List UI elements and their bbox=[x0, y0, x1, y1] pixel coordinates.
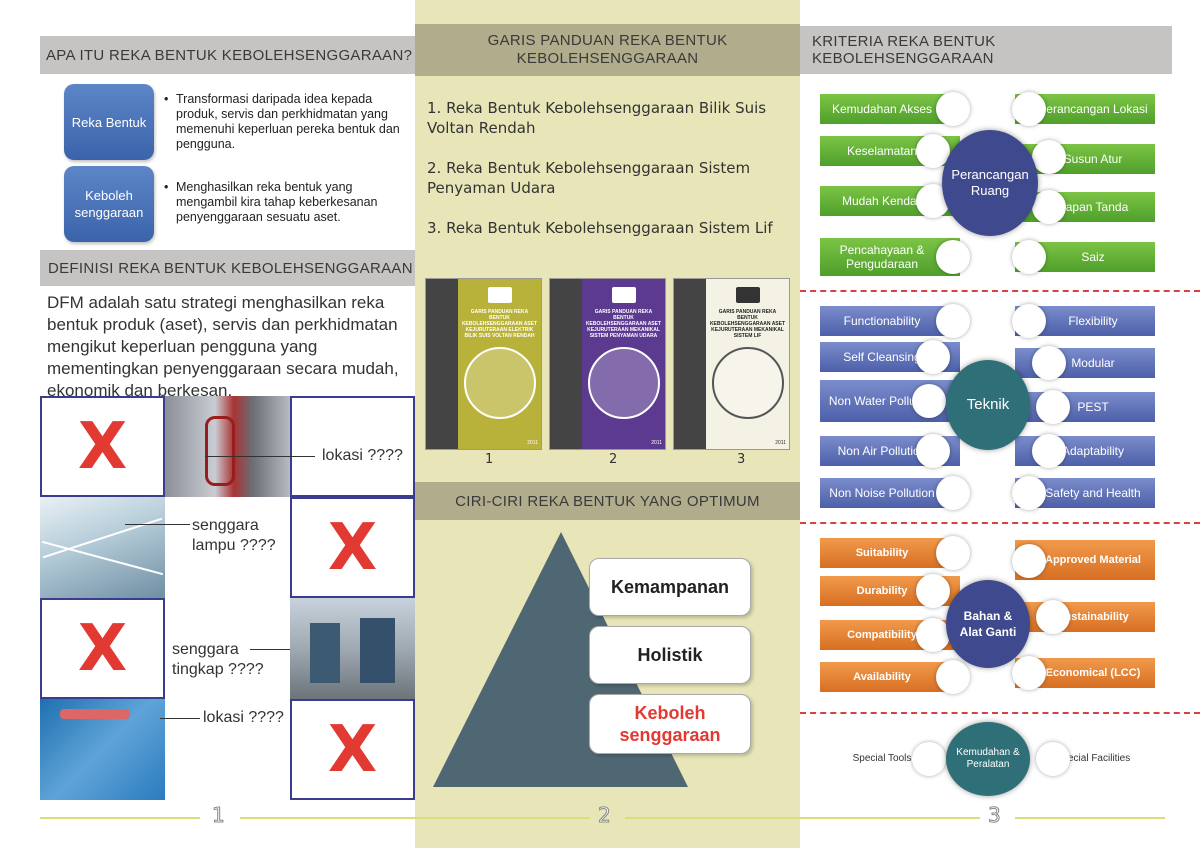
cover-number-1: 1 bbox=[485, 452, 494, 467]
guide-item-3: 3. Reka Bentuk Kebolehsenggaraan Sistem … bbox=[427, 219, 773, 237]
grid-cell-x: X bbox=[40, 396, 165, 497]
header-kriteria-text: KRITERIA REKA BENTUK KEBOLEHSENGGARAAN bbox=[812, 33, 996, 67]
page-number-2: 2 bbox=[598, 803, 612, 828]
callout-line bbox=[160, 718, 200, 719]
page-line bbox=[800, 817, 980, 819]
term-reka-bentuk: Reka Bentuk bbox=[64, 84, 154, 160]
term-reka-bentuk-desc: Transformasi daripada idea kepada produk… bbox=[164, 92, 404, 152]
header-definisi-text: DEFINISI REKA BENTUK KEBOLEHSENGGARAAN bbox=[48, 259, 413, 277]
guide-cover-2: GARIS PANDUAN REKA BENTUK KEBOLEHSENGGAR… bbox=[549, 278, 666, 450]
term-kebolehsenggaraan-desc: Menghasilkan reka bentuk yang mengambil … bbox=[164, 180, 404, 225]
x-mark: X bbox=[77, 409, 128, 484]
jkr-logo-icon bbox=[736, 287, 760, 303]
hub-kemudahan-peralatan: Kemudahan & Peralatan bbox=[946, 722, 1030, 796]
dial-diagram-icon bbox=[464, 347, 536, 419]
section-divider bbox=[800, 522, 1200, 524]
callout-line bbox=[250, 649, 320, 650]
page-number-1: 1 bbox=[212, 803, 226, 828]
guide-cover-3: GARIS PANDUAN REKA BENTUK KEBOLEHSENGGAR… bbox=[673, 278, 790, 450]
page-line bbox=[240, 817, 415, 819]
panel-2: GARIS PANDUAN REKA BENTUK KEBOLEHSENGGAR… bbox=[415, 0, 800, 848]
callout-lokasi-2: lokasi ???? bbox=[203, 709, 284, 726]
grid-cell-x: X bbox=[40, 598, 165, 699]
header-kriteria: KRITERIA REKA BENTUK KEBOLEHSENGGARAAN bbox=[800, 26, 1172, 74]
guide-item-2: 2. Reka Bentuk Kebolehsenggaraan Sistem … bbox=[427, 159, 751, 197]
page-line bbox=[1015, 817, 1165, 819]
pyramid-kemampanan: Kemampanan bbox=[589, 558, 751, 616]
page-number-3: 3 bbox=[988, 803, 1002, 828]
criteria-kemudahan-akses: Kemudahan Akses bbox=[820, 94, 960, 124]
pyramid-kebolehsenggaraan: Keboleh senggaraan bbox=[589, 694, 751, 754]
header-definisi: DEFINISI REKA BENTUK KEBOLEHSENGGARAAN bbox=[40, 250, 415, 286]
callout-line bbox=[205, 456, 315, 457]
jkr-logo-icon bbox=[612, 287, 636, 303]
hub-teknik: Teknik bbox=[946, 360, 1030, 450]
jkr-logo-icon bbox=[488, 287, 512, 303]
section-divider bbox=[800, 290, 1200, 292]
photo-building-windows bbox=[290, 598, 415, 699]
header-apa-itu: APA ITU REKA BENTUK KEBOLEHSENGGARAAN? bbox=[40, 36, 415, 74]
callout-line bbox=[125, 524, 190, 525]
callout-lokasi-1: lokasi ???? bbox=[322, 447, 403, 464]
cover-number-2: 2 bbox=[609, 452, 618, 467]
page-line bbox=[40, 817, 200, 819]
photo-atrium-lamps bbox=[40, 497, 165, 598]
x-mark: X bbox=[327, 510, 378, 585]
panel-1: APA ITU REKA BENTUK KEBOLEHSENGGARAAN? R… bbox=[0, 0, 415, 848]
header-garis-panduan: GARIS PANDUAN REKA BENTUK KEBOLEHSENGGAR… bbox=[415, 24, 800, 76]
hub-bahan-alat-ganti: Bahan & Alat Ganti bbox=[946, 580, 1030, 668]
grid-cell-x: X bbox=[290, 497, 415, 598]
header-ciri-ciri: CIRI-CIRI REKA BENTUK YANG OPTIMUM bbox=[415, 482, 800, 520]
definition-text: DFM adalah satu strategi menghasilkan re… bbox=[47, 293, 399, 400]
photo-ductwork bbox=[40, 699, 165, 800]
section-divider bbox=[800, 712, 1200, 714]
grid-cell-callout bbox=[290, 396, 415, 497]
dial-diagram-icon bbox=[712, 347, 784, 419]
x-mark: X bbox=[327, 712, 378, 787]
pyramid-holistik: Holistik bbox=[589, 626, 751, 684]
callout-senggara-tingkap: senggara tingkap ???? bbox=[172, 641, 264, 678]
photo-fire-hose bbox=[165, 396, 290, 497]
criteria-perancangan-lokasi: Perancangan Lokasi bbox=[1015, 94, 1155, 124]
panel-3: KRITERIA REKA BENTUK KEBOLEHSENGGARAAN K… bbox=[800, 0, 1200, 848]
guide-cover-1: GARIS PANDUAN REKA BENTUK KEBOLEHSENGGAR… bbox=[425, 278, 542, 450]
cover-number-3: 3 bbox=[737, 452, 746, 467]
grid-cell-x: X bbox=[290, 699, 415, 800]
page-line bbox=[625, 817, 800, 819]
grid-cell-callout bbox=[165, 699, 290, 800]
dial-diagram-icon bbox=[588, 347, 660, 419]
x-mark: X bbox=[77, 611, 128, 686]
header-ciri-ciri-text: CIRI-CIRI REKA BENTUK YANG OPTIMUM bbox=[455, 492, 760, 510]
example-grid: X lokasi ???? senggara lampu ???? X X se… bbox=[40, 396, 415, 800]
term-kebolehsenggaraan: Keboleh senggaraan bbox=[64, 166, 154, 242]
guide-item-1: 1. Reka Bentuk Kebolehsenggaraan Bilik S… bbox=[427, 99, 767, 137]
hub-perancangan-ruang: Perancangan Ruang bbox=[942, 130, 1038, 236]
header-garis-panduan-text: GARIS PANDUAN REKA BENTUK KEBOLEHSENGGAR… bbox=[487, 32, 728, 67]
page-line bbox=[415, 817, 590, 819]
header-apa-itu-text: APA ITU REKA BENTUK KEBOLEHSENGGARAAN? bbox=[46, 46, 413, 64]
callout-senggara-lampu: senggara lampu ???? bbox=[192, 517, 276, 554]
grid-cell-callout bbox=[165, 497, 290, 598]
grid-cell-callout bbox=[165, 598, 290, 699]
